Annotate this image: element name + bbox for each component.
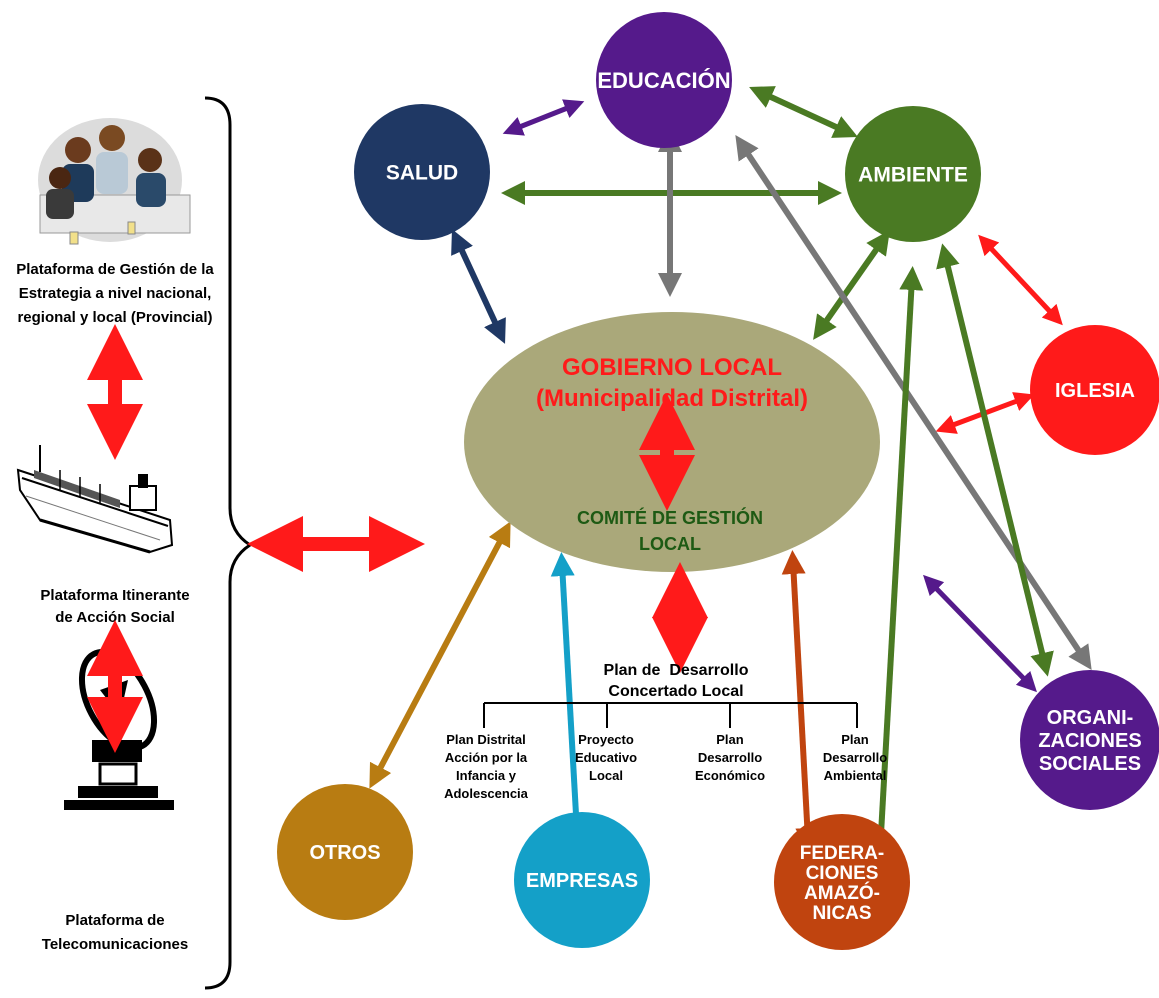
node-salud: SALUD xyxy=(354,104,490,240)
plan-item-line: Desarrollo xyxy=(698,750,762,765)
arrow-center-empresas xyxy=(550,552,590,862)
platforms-brace xyxy=(204,96,253,990)
node-label-organizaciones: SOCIALES xyxy=(1039,753,1141,775)
committee-line2: LOCAL xyxy=(639,534,701,554)
platform-caption-line: regional y local (Provincial) xyxy=(17,309,212,326)
plan-item-line: Plan xyxy=(841,732,869,747)
plan-title-line2: Concertado Local xyxy=(608,683,743,700)
node-label-otros: OTROS xyxy=(309,842,380,864)
plan-item-line: Educativo xyxy=(575,750,637,765)
plan-item-line: Infancia y xyxy=(456,768,517,783)
platform-caption-telecom: Plataforma de Telecomunicaciones xyxy=(42,912,188,953)
plan-title-line1: Plan de Desarrollo xyxy=(604,662,749,679)
platform-caption-line: Plataforma de xyxy=(65,912,164,929)
plan-item-line: Local xyxy=(589,768,623,783)
arrow-salud-center xyxy=(451,229,506,344)
plan-item-line: Económico xyxy=(695,768,765,783)
node-label-salud: SALUD xyxy=(386,162,458,185)
node-label-iglesia: IGLESIA xyxy=(1055,380,1135,402)
node-circle-federaciones xyxy=(774,814,910,950)
node-label-federaciones: NICAS xyxy=(812,903,871,924)
plan-item-line: Plan Distrital xyxy=(446,732,525,747)
plan-item-line: Desarrollo xyxy=(823,750,887,765)
plan-item-line: Adolescencia xyxy=(444,786,529,801)
arrow-salud-educacion xyxy=(502,99,585,136)
node-label-educacion: EDUCACIÓN xyxy=(597,68,730,93)
arrow-educacion-ambiente xyxy=(749,86,858,138)
platform-caption-itinerante: Plataforma Itinerante de Acción Social xyxy=(40,587,189,626)
platform-caption-line: Telecomunicaciones xyxy=(42,936,188,953)
node-label-federaciones: FEDERA- xyxy=(800,843,884,864)
node-label-federaciones: CIONES xyxy=(806,863,879,884)
plan-item-line: Plan xyxy=(716,732,744,747)
node-educacion: EDUCACIÓN xyxy=(596,12,732,148)
platform-caption-line: Plataforma de Gestión de la xyxy=(16,261,214,278)
node-circle-otros xyxy=(277,784,413,920)
node-circle-organizaciones xyxy=(1020,670,1159,810)
node-otros: OTROS xyxy=(277,784,413,920)
entity-nodes: EDUCACIÓN SALUD AMBIENTE IGLESIA ORGANI-ZACI… xyxy=(277,12,1159,950)
arrow-ambiente-organizaciones xyxy=(936,243,1054,677)
node-label-federaciones: AMAZÓ- xyxy=(804,882,880,904)
plan-item-line: Proyecto xyxy=(578,732,634,747)
arrow-ambiente-center xyxy=(813,230,890,340)
center-title-line1: GOBIERNO LOCAL xyxy=(562,354,782,381)
node-label-organizaciones: ORGANI- xyxy=(1047,707,1134,729)
node-circle-salud xyxy=(354,104,490,240)
node-iglesia: IGLESIA xyxy=(1030,325,1159,455)
platform-caption-line: Plataforma Itinerante xyxy=(40,587,189,604)
meeting-people-icon xyxy=(38,118,191,245)
committee-line1: COMITÉ DE GESTIÓN xyxy=(577,507,763,528)
node-label-ambiente: AMBIENTE xyxy=(858,164,968,187)
arrow-center-organizaciones xyxy=(923,574,1037,693)
node-ambiente: AMBIENTE xyxy=(845,106,981,242)
plan-tree-lines xyxy=(483,702,858,728)
platform-caption-line: de Acción Social xyxy=(55,609,174,626)
plan-item-line: Acción por la xyxy=(445,750,528,765)
node-circle-educacion xyxy=(596,12,732,148)
ship-icon xyxy=(16,445,174,554)
platform-caption-line: Estrategia a nivel nacional, xyxy=(19,285,212,302)
node-circle-ambiente xyxy=(845,106,981,242)
node-empresas: EMPRESAS xyxy=(514,812,650,948)
node-label-organizaciones: ZACIONES xyxy=(1038,730,1141,752)
center-title-line2: (Municipalidad Distrital) xyxy=(536,385,808,412)
plan-item-line: Ambiental xyxy=(824,768,887,783)
arrow-ambiente-federaciones xyxy=(868,266,924,864)
node-label-empresas: EMPRESAS xyxy=(526,870,638,892)
node-circle-empresas xyxy=(514,812,650,948)
arrow-center-federaciones xyxy=(781,550,820,852)
arrow-ambiente-iglesia xyxy=(978,234,1063,326)
platform-caption-gestion: Plataforma de Gestión de la Estrategia a … xyxy=(16,261,214,326)
node-circle-iglesia xyxy=(1030,325,1159,455)
connection-arrows xyxy=(369,86,1092,864)
arrow-center-otros xyxy=(369,521,511,789)
